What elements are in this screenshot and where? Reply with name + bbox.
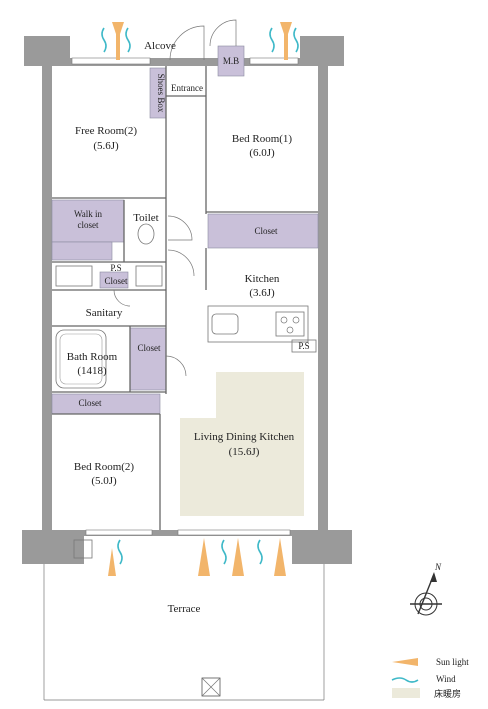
legend-wind: Wind [391, 674, 456, 684]
compass: N [410, 562, 442, 616]
floor-heating-area [180, 372, 304, 516]
closet-bottom [51, 393, 161, 415]
closet-bottom-label: Closet [78, 398, 102, 408]
sun-arrows [108, 22, 292, 576]
free-room-label: Free Room(2) [75, 125, 137, 137]
wind-marks [101, 27, 299, 565]
closet-top [207, 213, 319, 249]
doors [113, 19, 237, 377]
walk-in-closet-label2: closet [78, 220, 99, 230]
walk-in-closet-label: Walk in [74, 209, 103, 219]
legend-sun-label: Sun light [436, 657, 469, 667]
sanitary-label: Sanitary [86, 307, 123, 319]
terrace-label: Terrace [168, 603, 201, 615]
bed-room1-size: (6.0J) [249, 147, 275, 159]
top-windows [71, 57, 299, 65]
wind-icon [391, 677, 419, 683]
legend-floor-heating: 床暖房 [392, 688, 461, 699]
bed-room1-label: Bed Room(1) [232, 133, 293, 145]
ldk-label: Living Dining Kitchen [194, 431, 295, 443]
room-labels: Alcove M.B Entrance Shoes Box Free Room(… [67, 40, 310, 615]
entrance-label: Entrance [171, 83, 203, 93]
sun-arrow-icon [392, 658, 418, 666]
legend-floor-heating-label: 床暖房 [434, 688, 461, 699]
bath-room-size: (1418) [77, 365, 107, 377]
alcove-label: Alcove [144, 40, 176, 52]
bottom-windows [85, 529, 291, 536]
closet-small-label: Closet [104, 276, 128, 286]
legend: Sun light Wind 床暖房 [391, 657, 469, 699]
floor-heating-swatch [392, 688, 420, 698]
closets [51, 45, 319, 415]
compass-arrow-icon [430, 572, 437, 582]
free-room-size: (5.6J) [93, 140, 119, 152]
walk-in-closet [51, 199, 125, 243]
bed-room2-label: Bed Room(2) [74, 461, 135, 473]
ps-left-label: P.S [110, 263, 121, 273]
legend-wind-label: Wind [436, 674, 456, 684]
inner-walls [52, 66, 318, 530]
toilet-label: Toilet [133, 212, 159, 224]
details [43, 223, 325, 701]
compass-north-label: N [434, 562, 442, 572]
closet-top-label: Closet [254, 226, 278, 236]
closet-bath [129, 327, 167, 391]
legend-sun-light: Sun light [392, 657, 469, 667]
kitchen-size: (3.6J) [249, 287, 275, 299]
kitchen-label: Kitchen [245, 273, 280, 285]
mb-label: M.B [223, 56, 239, 66]
ldk-size: (15.6J) [229, 446, 260, 458]
closet-bath-label: Closet [137, 343, 161, 353]
mb-box [217, 45, 245, 77]
bath-room-label: Bath Room [67, 351, 118, 363]
closet-small [99, 271, 129, 289]
shoes-box-label: Shoes Box [156, 74, 166, 113]
ps-right-label: P.S [298, 341, 309, 351]
bed-room2-size: (5.0J) [91, 475, 117, 487]
